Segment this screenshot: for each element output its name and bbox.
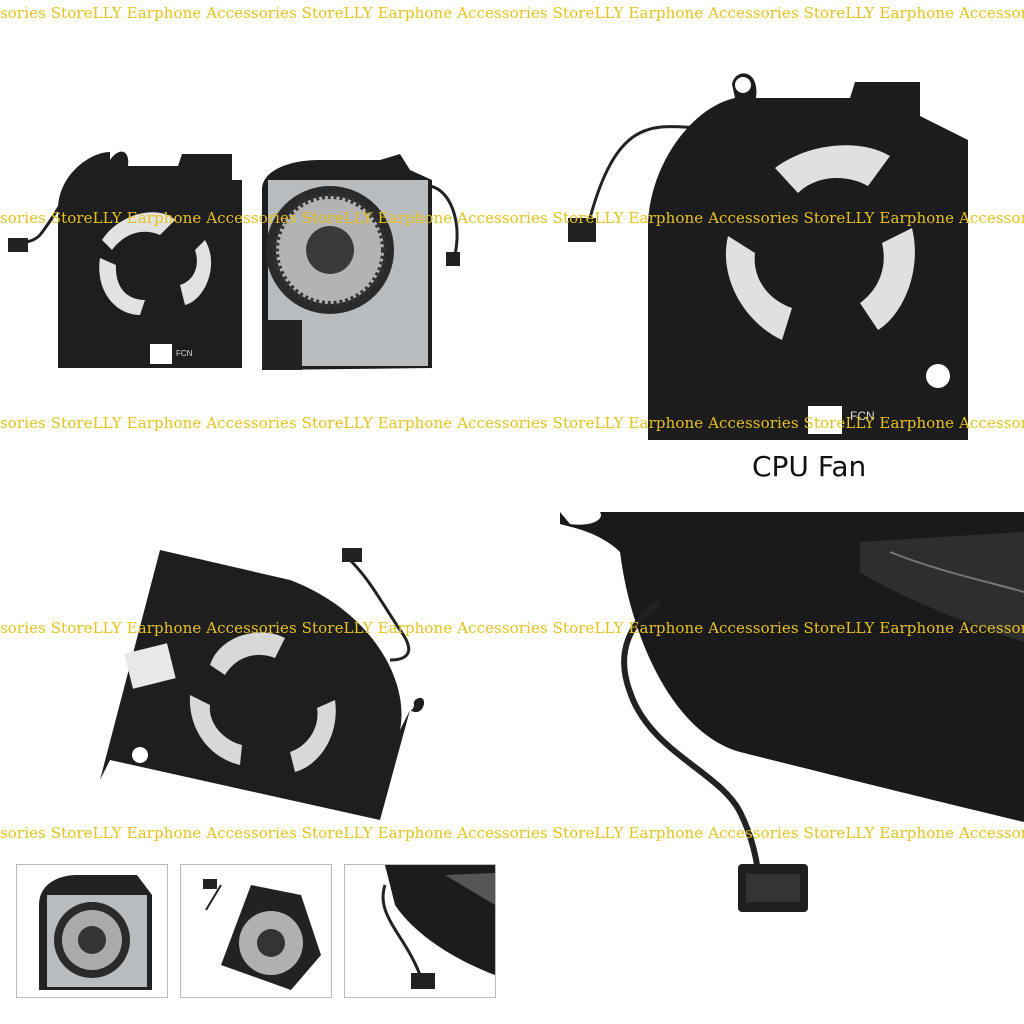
thumbnail-cable[interactable] — [344, 864, 496, 998]
qr-label — [150, 344, 172, 364]
fan-angled-photo — [70, 540, 440, 840]
svg-text:FCN: FCN — [850, 409, 875, 423]
cpu-fan-closeup-photo: FCN — [560, 68, 980, 450]
thumbnail-fan-angle[interactable] — [180, 864, 332, 998]
svg-text:FCN: FCN — [176, 349, 193, 358]
cpu-fan-caption: CPU Fan — [752, 450, 867, 483]
connector-left — [8, 238, 28, 252]
pair-of-fans-photo: FCN — [0, 140, 460, 380]
thumbnail-gpu-fan[interactable] — [16, 864, 168, 998]
watermark-row: sories StoreLLY Earphone Accessories Sto… — [0, 4, 1024, 22]
cable-connector-closeup-photo — [560, 512, 1024, 932]
